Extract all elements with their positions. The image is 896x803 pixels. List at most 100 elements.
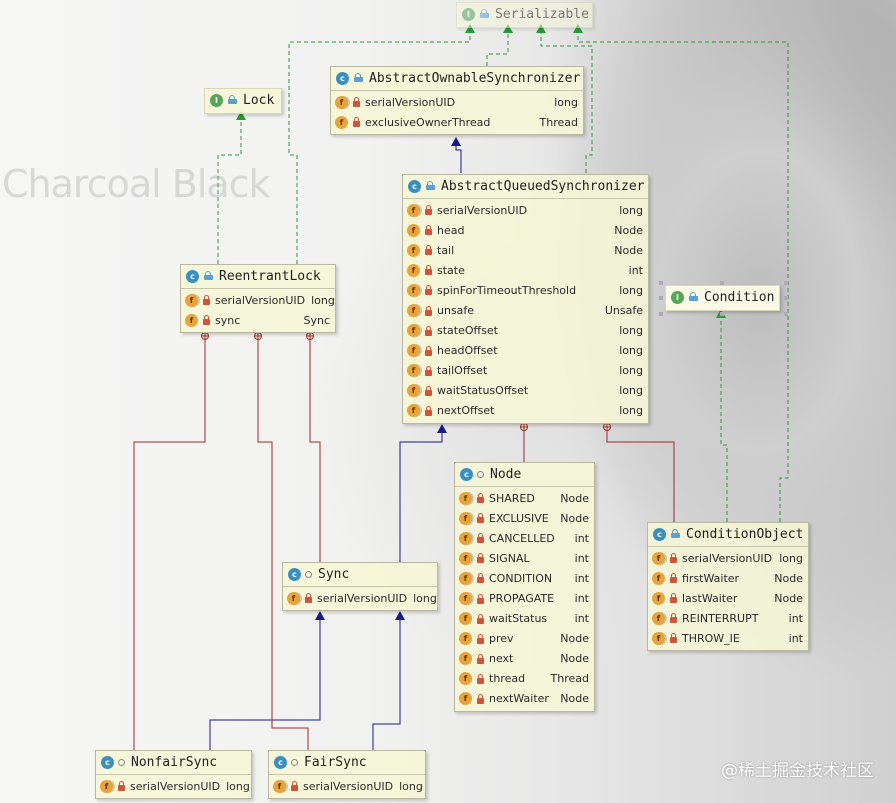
field-type: int [788, 631, 803, 645]
class-name: ConditionObject [686, 527, 804, 542]
static-field-icon: f [407, 384, 420, 398]
edge-aqs-extends-aos [455, 143, 462, 173]
static-field-icon: f [459, 531, 472, 545]
selection-handle[interactable] [720, 281, 724, 285]
selection-handle[interactable] [784, 296, 788, 300]
condition-interface[interactable]: I Condition [665, 285, 780, 311]
field-type: Node [774, 591, 803, 605]
field-icon: f [459, 612, 472, 626]
field-name: headOffset [437, 344, 498, 358]
serializable-interface[interactable]: I Serializable [456, 2, 593, 28]
class-icon: c [460, 468, 473, 481]
field-name: THROW_IE [682, 631, 740, 645]
class-icon: c [653, 528, 666, 541]
selection-handle[interactable] [659, 281, 663, 285]
selection-handle[interactable] [784, 281, 788, 285]
field-type: Node [560, 511, 589, 525]
lock-icon [477, 513, 484, 524]
lock-icon [670, 633, 677, 644]
lock-interface[interactable]: I Lock [204, 88, 282, 114]
field-type: long [779, 551, 803, 565]
static-field-icon: f [652, 551, 665, 565]
lock-icon [477, 673, 484, 684]
interface-icon: I [671, 291, 684, 304]
field-type: long [399, 779, 423, 793]
class-name: Condition [704, 290, 775, 305]
field-type: int [574, 551, 589, 565]
selection-handle[interactable] [659, 296, 663, 300]
field-name: unsafe [437, 304, 475, 318]
lock-icon [305, 593, 312, 604]
class-name: NonfairSync [131, 755, 218, 770]
field-name: CONDITION [489, 571, 553, 585]
field-icon: f [407, 223, 420, 237]
field-name: stateOffset [437, 324, 498, 338]
selection-handle[interactable] [720, 312, 724, 316]
field-type: int [574, 571, 589, 585]
class-icon: c [101, 756, 114, 769]
edge-sync-inner-of-reentrantlock [309, 339, 321, 562]
static-field-icon: f [407, 404, 420, 418]
field-type: long [619, 324, 643, 338]
field-type: Node [560, 491, 589, 505]
class-name: Serializable [495, 7, 589, 22]
static-field-icon: f [459, 571, 472, 585]
field-type: long [311, 293, 335, 307]
lock-icon [477, 653, 484, 664]
selection-handle[interactable] [659, 312, 663, 316]
lock-icon [203, 315, 210, 326]
field-row[interactable]: f CONDITION int [455, 568, 594, 588]
field-type: Node [560, 692, 589, 706]
static-field-icon: f [407, 283, 420, 297]
inner-class-icon [477, 471, 484, 478]
field-name: nextWaiter [489, 692, 549, 706]
lock-icon [477, 593, 484, 604]
field-type: Sync [303, 313, 330, 327]
class-name: Lock [243, 93, 275, 108]
field-name: waitStatusOffset [437, 384, 529, 398]
field-name: lastWaiter [682, 591, 738, 605]
selection-handle[interactable] [784, 312, 788, 316]
